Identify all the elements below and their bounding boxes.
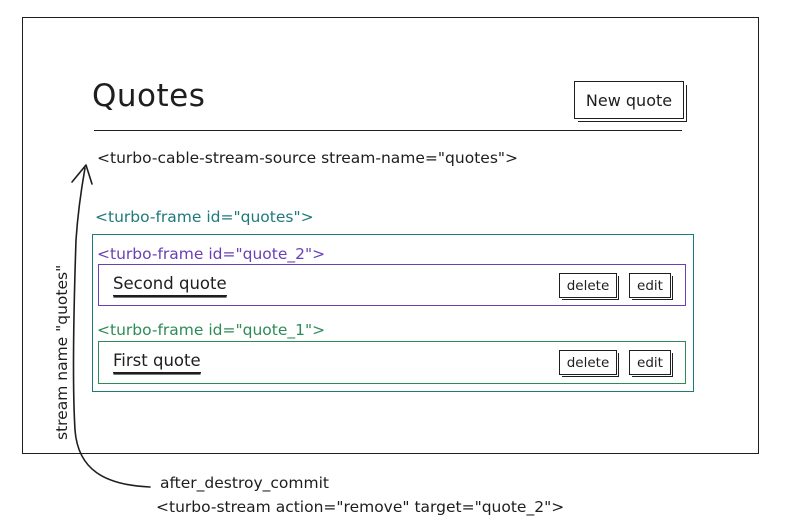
quote-1-delete-button[interactable]: delete	[559, 350, 619, 377]
new-quote-button[interactable]: New quote	[574, 81, 687, 122]
quote-card-2: Second quote delete edit	[98, 264, 686, 306]
frame-quotes-box	[92, 234, 694, 392]
arrow-head	[71, 164, 93, 185]
quote-1-name[interactable]: First quote	[113, 351, 201, 373]
frame-quote-2-label: <turbo-frame id="quote_2">	[97, 245, 326, 263]
stream-source-tag: <turbo-cable-stream-source stream-name="…	[97, 149, 519, 167]
quote-2-delete-button[interactable]: delete	[559, 273, 619, 300]
page-frame	[22, 17, 759, 454]
page-title: Quotes	[92, 78, 206, 114]
quote-card-1: First quote delete edit	[98, 341, 686, 384]
stream-name-label: stream name "quotes"	[53, 264, 71, 440]
callback-name: after_destroy_commit	[160, 474, 329, 492]
turbo-stream-tag: <turbo-stream action="remove" target="qu…	[156, 498, 565, 516]
quote-2-name[interactable]: Second quote	[113, 274, 227, 296]
header-divider	[94, 130, 682, 131]
arrow-curve	[72, 167, 151, 488]
frame-quotes-label: <turbo-frame id="quotes">	[95, 208, 314, 226]
frame-quote-1-label: <turbo-frame id="quote_1">	[97, 321, 326, 339]
